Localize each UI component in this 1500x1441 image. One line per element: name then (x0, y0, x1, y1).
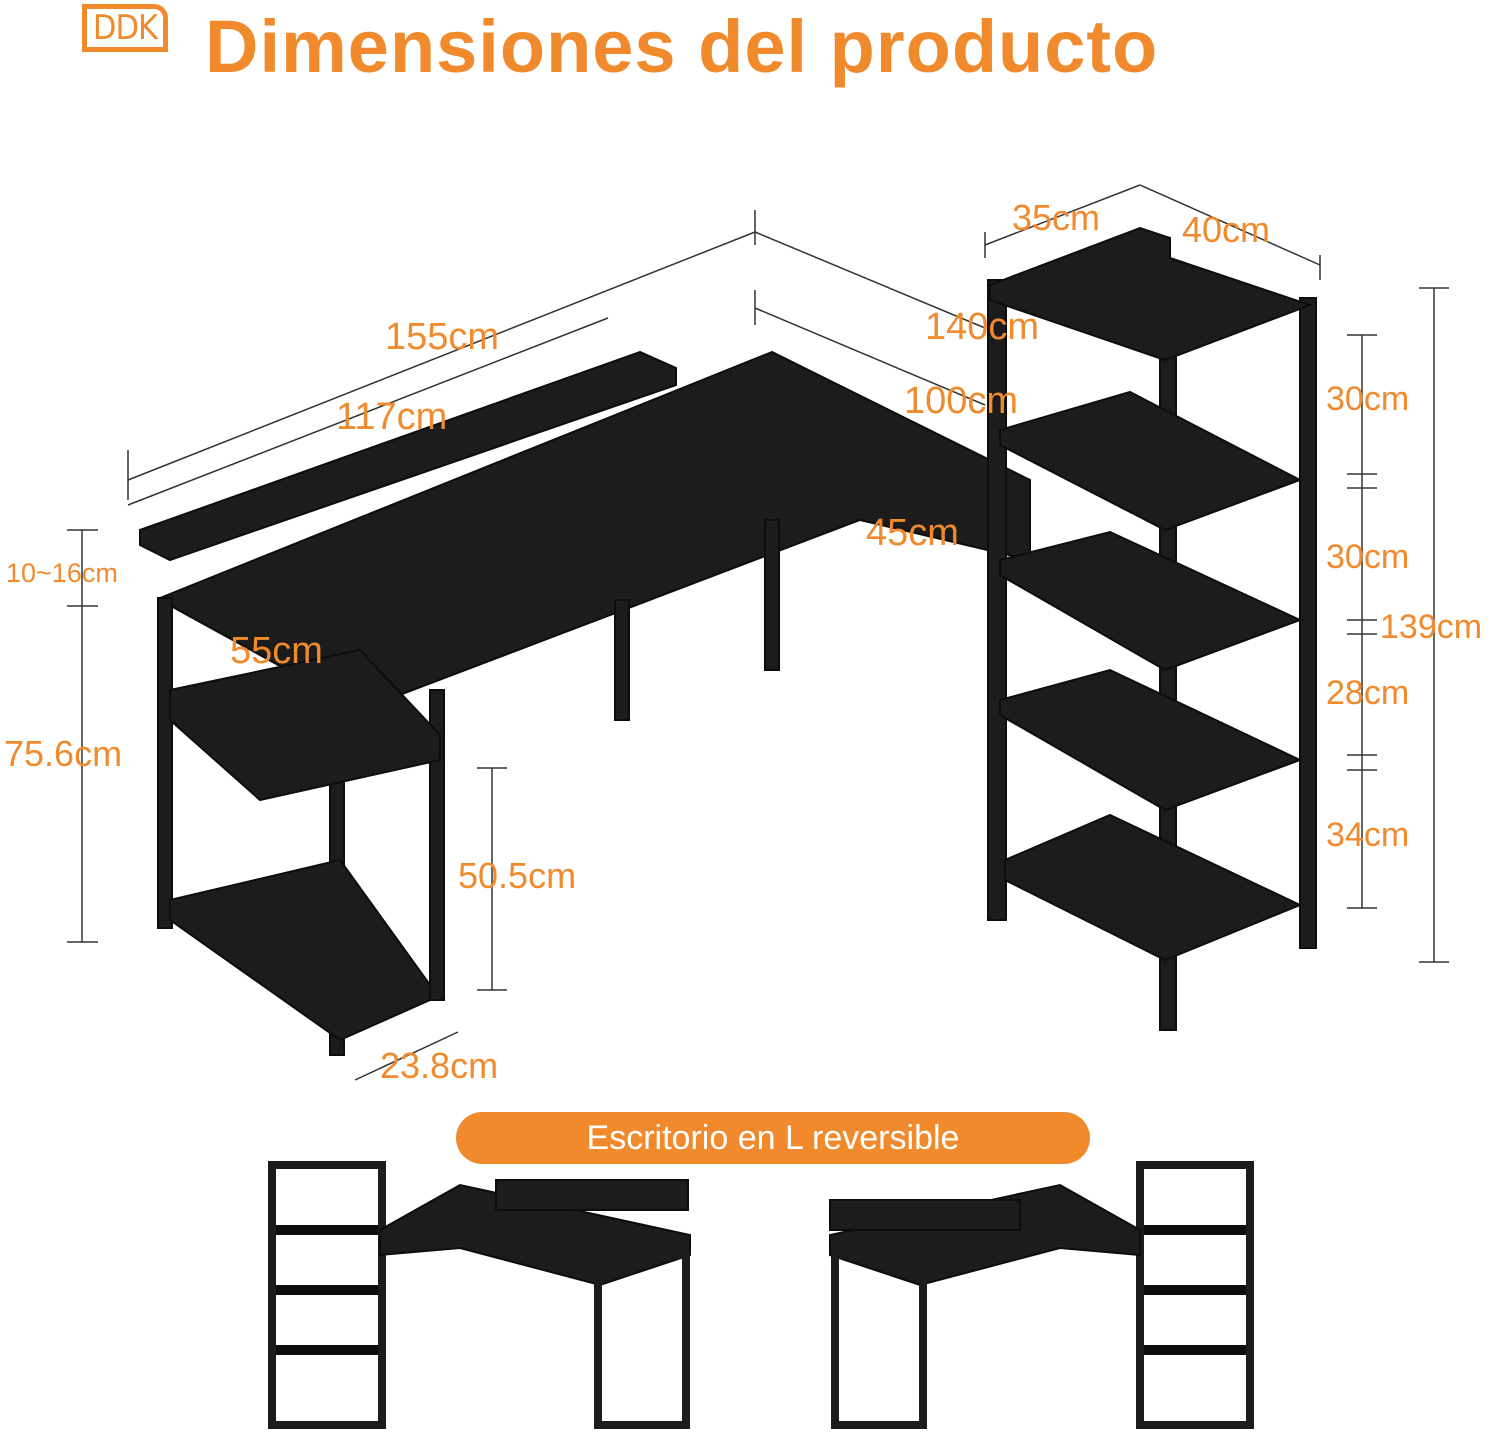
dim-total-side-length: 140cm (925, 306, 1040, 348)
dimension-lines (67, 184, 1449, 1081)
dim-tier-2-height: 30cm (1326, 538, 1410, 576)
dim-shelf-unit-width: 35cm (1012, 197, 1101, 238)
page-title: Dimensiones del producto (205, 5, 1159, 88)
dim-shelf-unit-depth: 40cm (1182, 209, 1271, 250)
dim-tier-4-height: 34cm (1326, 816, 1410, 854)
reversible-previews (268, 1161, 1254, 1429)
dim-shelf-depth: 23.8cm (380, 1045, 499, 1086)
dim-desk-height: 75.6cm (4, 733, 123, 774)
dim-tier-1-height: 30cm (1326, 380, 1410, 418)
dim-monitor-stand-height: 10~16cm (6, 558, 118, 588)
dim-desk-width: 117cm (336, 396, 448, 438)
desk-shapes (139, 226, 1317, 1056)
brand-logo: DDK (82, 4, 168, 52)
dim-side-desk-depth: 45cm (866, 512, 959, 554)
logo-text: DDK (92, 8, 158, 48)
reversible-banner: Escritorio en L reversible (456, 1112, 1090, 1164)
dim-tier-3-height: 28cm (1326, 674, 1410, 712)
dim-total-width: 155cm (385, 316, 500, 358)
dim-side-desk-length: 100cm (904, 380, 1019, 422)
dim-shelf-unit-height: 139cm (1380, 608, 1483, 646)
dim-shelf-clearance-height: 50.5cm (458, 855, 577, 896)
dim-desk-depth: 55cm (230, 630, 323, 672)
banner-label: Escritorio en L reversible (586, 1118, 960, 1157)
